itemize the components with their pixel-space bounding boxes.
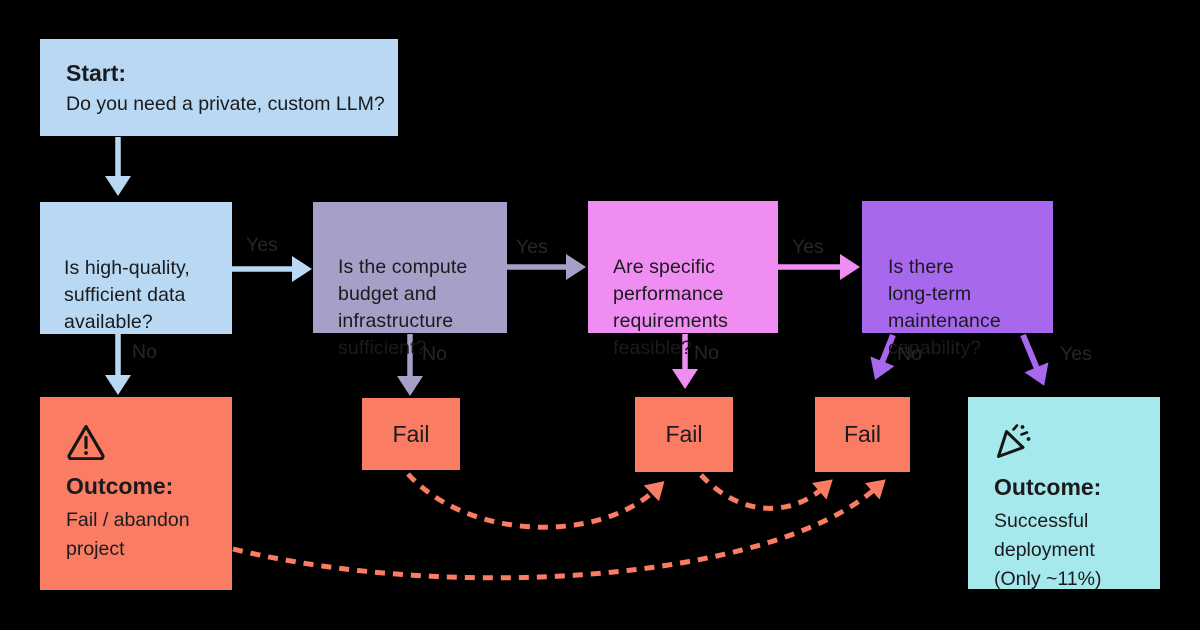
fail-label: Fail (392, 420, 430, 447)
node-start: Start: Do you need a private, custom LLM… (40, 39, 398, 136)
edge-label-no-2: No (422, 343, 447, 365)
edge-label-yes-3: Yes (792, 236, 824, 258)
start-question: Do you need a private, custom LLM? (66, 93, 385, 115)
warning-icon (67, 424, 105, 460)
fail-label: Fail (843, 421, 882, 447)
edge-yes-maintenance-to-success (1020, 333, 1049, 386)
node-outcome-fail: Outcome: Fail / abandon project (40, 397, 232, 590)
dashed-edge-fail2-to-fail3 (699, 473, 833, 511)
dashed-edge-fail1-to-fail2 (406, 472, 665, 530)
outcome-body: Successful deployment (Only ~11%) (994, 510, 1102, 590)
edge-label-no-4: No (897, 343, 922, 365)
node-fail-2: Fail (635, 397, 733, 472)
node-outcome-success: Outcome: Successful deployment (Only ~11… (968, 397, 1160, 590)
edge-label-yes-1: Yes (246, 234, 278, 256)
edge-label-no-1: No (132, 341, 157, 363)
outcome-body: Fail / abandon project (66, 509, 190, 560)
question-text: Is there long-term maintenance capabilit… (888, 256, 1001, 359)
node-question-maintenance-capability: Is there long-term maintenance capabilit… (862, 201, 1053, 359)
question-text: Is the compute budget and infrastructure… (338, 256, 468, 359)
node-question-compute-budget: Is the compute budget and infrastructure… (313, 202, 507, 359)
node-fail-1: Fail (362, 398, 460, 470)
fail-label: Fail (665, 421, 703, 447)
start-title: Start: (66, 60, 127, 86)
question-text: Are specific performance requirements fe… (613, 256, 729, 359)
question-text: Is high-quality, sufficient data availab… (64, 257, 190, 333)
outcome-title: Outcome: (66, 473, 174, 499)
party-popper-icon (997, 424, 1031, 458)
node-fail-3: Fail (815, 397, 910, 472)
edge-label-yes-2: Yes (516, 236, 548, 258)
edge-no-maintenance-to-fail3 (870, 333, 896, 380)
edge-label-no-3: No (694, 342, 719, 364)
node-question-performance-requirements: Are specific performance requirements fe… (588, 201, 778, 359)
node-question-data-available: Is high-quality, sufficient data availab… (40, 202, 232, 334)
outcome-title: Outcome: (994, 474, 1102, 500)
dashed-edge-outcome-fail-to-fail3 (232, 479, 886, 581)
edge-label-yes-4: Yes (1060, 343, 1092, 365)
